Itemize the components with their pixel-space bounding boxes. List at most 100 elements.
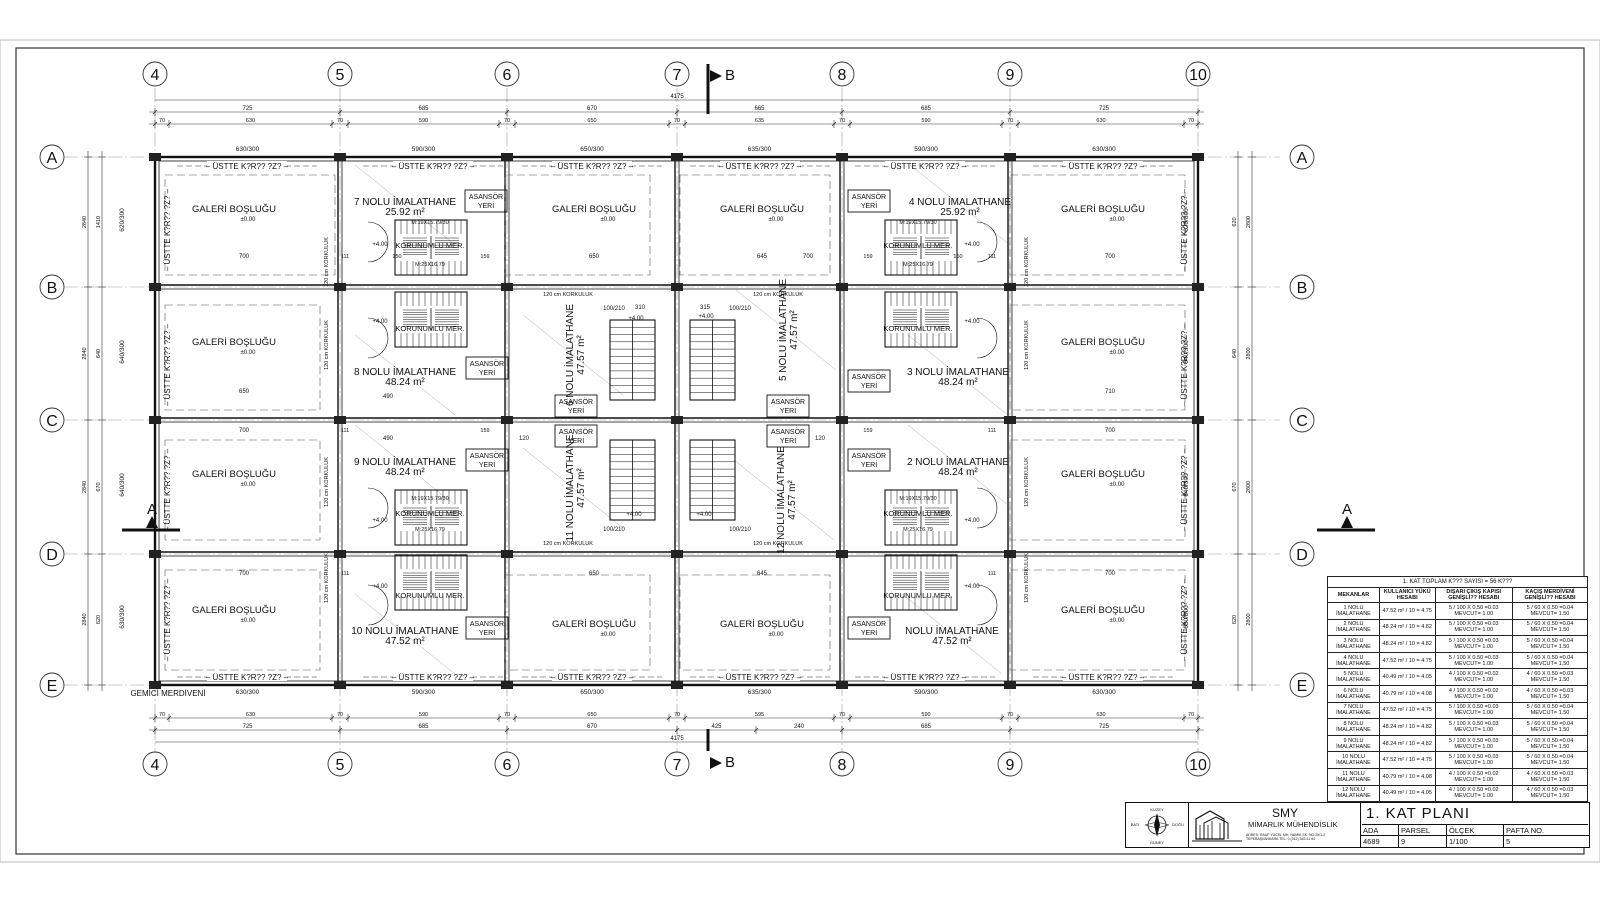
- column-size: 590/300: [914, 689, 938, 696]
- table-cell-space: 2 NOLU İMALATHANE: [1327, 618, 1380, 637]
- section-marker-a: A: [1342, 501, 1352, 518]
- axis-letter: E: [47, 678, 58, 695]
- railing-label: 120 cm KORKULUK: [1024, 553, 1030, 603]
- dimension-label: 630: [1096, 118, 1105, 124]
- table-cell-door: 5 / 100 X 0.50 =0.03 MEVCUT= 1.00: [1434, 718, 1513, 736]
- dimension-label: 590: [419, 712, 428, 718]
- section-marker-b: B: [725, 67, 735, 84]
- protected-stair-label: KORUNUMLU MER.: [395, 509, 464, 518]
- axis-letter: D: [46, 547, 58, 564]
- table-cell-load: 48.24 m² / 10 = 4.82: [1378, 618, 1436, 637]
- dimension-label: 111: [341, 571, 349, 577]
- protected-stair-label: KORUNUMLU MER.: [395, 324, 464, 333]
- unit-area: 47.57 m²: [576, 468, 587, 508]
- dimension-label: 710: [1105, 389, 1116, 395]
- field-label: ADA: [1360, 825, 1398, 836]
- field-value: 5: [1503, 836, 1589, 847]
- axis-number: 7: [673, 757, 682, 774]
- upper-floor-label: – ÜSTTE K?R?? ?Z? –: [163, 188, 172, 271]
- gallery-void-label: GALERİ BOŞLUĞU: [1061, 469, 1145, 480]
- dimension-label: 685: [418, 724, 429, 730]
- table-cell-stair: 4 / 60 X 0.50 =0.03 MEVCUT= 1.50: [1511, 684, 1589, 703]
- elevation-mark: +4.00: [372, 319, 388, 325]
- dimension-label: 700: [239, 428, 250, 434]
- column-size: 635/300: [748, 146, 772, 153]
- dimension-label: 645: [757, 254, 768, 260]
- dimension-label: 650: [587, 118, 596, 124]
- upper-floor-label: – ÜSTTE K?R?? ?Z? –: [1062, 162, 1145, 171]
- dimension-label: 630: [246, 712, 255, 718]
- table-cell-door: 5 / 100 X 0.50 =0.03 MEVCUT= 1.00: [1434, 734, 1513, 753]
- table-cell-load: 40.49 m² / 10 = 4.05: [1378, 784, 1436, 803]
- stair-name-label: GEMİCİ MERDİVENİ: [130, 689, 205, 698]
- column-size: 590/300: [914, 146, 938, 153]
- upper-floor-label: – ÜSTTE K?R?? ?Z? –: [551, 162, 634, 171]
- elevator-label: ASANSÖR: [852, 620, 886, 628]
- elevation-mark: ±0.00: [241, 217, 257, 223]
- column-size: 650/300: [580, 146, 604, 153]
- field-label: PARSEL: [1398, 825, 1446, 836]
- unit-name: 3 NOLU İMALATHANE: [907, 365, 1009, 378]
- axis-number: 6: [503, 757, 512, 774]
- upper-floor-label: – ÜSTTE K?R?? ?Z? –: [1180, 323, 1189, 406]
- dimension-label: 650: [589, 571, 600, 577]
- gallery-void-label: GALERİ BOŞLUĞU: [552, 204, 636, 215]
- firm-logo: [1192, 810, 1242, 842]
- elevator-label: YERİ: [861, 201, 877, 210]
- table-cell-stair: 5 / 60 X 0.50 =0.04 MEVCUT= 1.50: [1511, 751, 1589, 769]
- column-size: 650/300: [580, 689, 604, 696]
- column-size: 635/300: [748, 689, 772, 696]
- stair-spec: M:19X15.79/30: [411, 220, 448, 226]
- unit-name: 11 NOLU İMALATHANE: [563, 434, 576, 541]
- table-cell-load: 40.79 m² / 10 = 4.08: [1378, 767, 1436, 786]
- table-cell-stair: 5 / 60 X 0.50 =0.04 MEVCUT= 1.50: [1511, 734, 1589, 753]
- table-cell-space: 6 NOLU İMALATHANE: [1327, 684, 1380, 703]
- elevation-mark: +4.00: [696, 512, 712, 518]
- column-size: 630/300: [1092, 146, 1116, 153]
- table-cell-door: 5 / 100 X 0.50 =0.03 MEVCUT= 1.00: [1434, 751, 1513, 769]
- dimension-label: 635: [755, 118, 764, 124]
- dimension-label: 150: [953, 254, 962, 260]
- unit-name: 4 NOLU İMALATHANE: [909, 195, 1011, 208]
- gallery-void-label: GALERİ BOŞLUĞU: [192, 605, 276, 616]
- table-cell-space: 12 NOLU İMALATHANE: [1327, 784, 1380, 803]
- elevation-mark: ±0.00: [1110, 217, 1126, 223]
- table-cell-space: 10 NOLU İMALATHANE: [1327, 751, 1380, 769]
- stair-spec: M:19X15.79/30: [899, 220, 936, 226]
- firm-block: SMY MİMARLIK MÜHENDİSLİK ADRES: RAUF YÜC…: [1188, 803, 1361, 847]
- dimension-label: 620: [1232, 615, 1238, 624]
- gallery-void-label: GALERİ BOŞLUĞU: [192, 469, 276, 480]
- table-cell-load: 48.24 m² / 10 = 4.82: [1378, 734, 1436, 753]
- table-cell-door: 5 / 100 X 0.50 =0.03 MEVCUT= 1.00: [1434, 602, 1513, 620]
- column-size: 630/300: [119, 605, 126, 629]
- table-header: DIŞARI ÇIKIŞ KAPISI GENİŞLİ?? HESABI: [1434, 587, 1513, 603]
- dimension-label: 159: [480, 428, 489, 434]
- table-cell-space: 8 NOLU İMALATHANE: [1327, 718, 1380, 736]
- dimension-label: 670: [1232, 482, 1238, 491]
- dimension-label: 70: [504, 712, 510, 718]
- railing-label: 120 cm KORKULUK: [1024, 320, 1030, 370]
- elevation-mark: ±0.00: [241, 482, 257, 488]
- firm-address: ADRES: RAUF YÜCEL MH. NAMIK SK. NO:25/1-…: [1246, 833, 1326, 841]
- dimension-label: 620: [96, 615, 102, 624]
- dimension-label: 645: [757, 571, 768, 577]
- dimension-label: 70: [1188, 712, 1194, 718]
- table-cell-load: 47.52 m² / 10 = 4.75: [1378, 602, 1436, 620]
- table-cell-space: 7 NOLU İMALATHANE: [1327, 701, 1380, 720]
- elevator-label: YERİ: [861, 628, 877, 637]
- axis-number: 9: [1006, 757, 1015, 774]
- axis-number: 5: [336, 67, 345, 84]
- protected-stair-label: KORUNUMLU MER.: [395, 241, 464, 250]
- axis-letter: D: [1296, 547, 1308, 564]
- table-cell-stair: 4 / 60 X 0.50 =0.03 MEVCUT= 1.50: [1511, 784, 1589, 803]
- elevator-label: ASANSÖR: [470, 360, 504, 368]
- field-value: 1/100: [1446, 836, 1503, 847]
- axis-number: 10: [1189, 757, 1207, 774]
- elevator-label: ASANSÖR: [852, 373, 886, 381]
- dimension-label: 640: [1232, 349, 1238, 358]
- elevation-mark: ±0.00: [769, 217, 785, 223]
- walls: [149, 153, 1204, 689]
